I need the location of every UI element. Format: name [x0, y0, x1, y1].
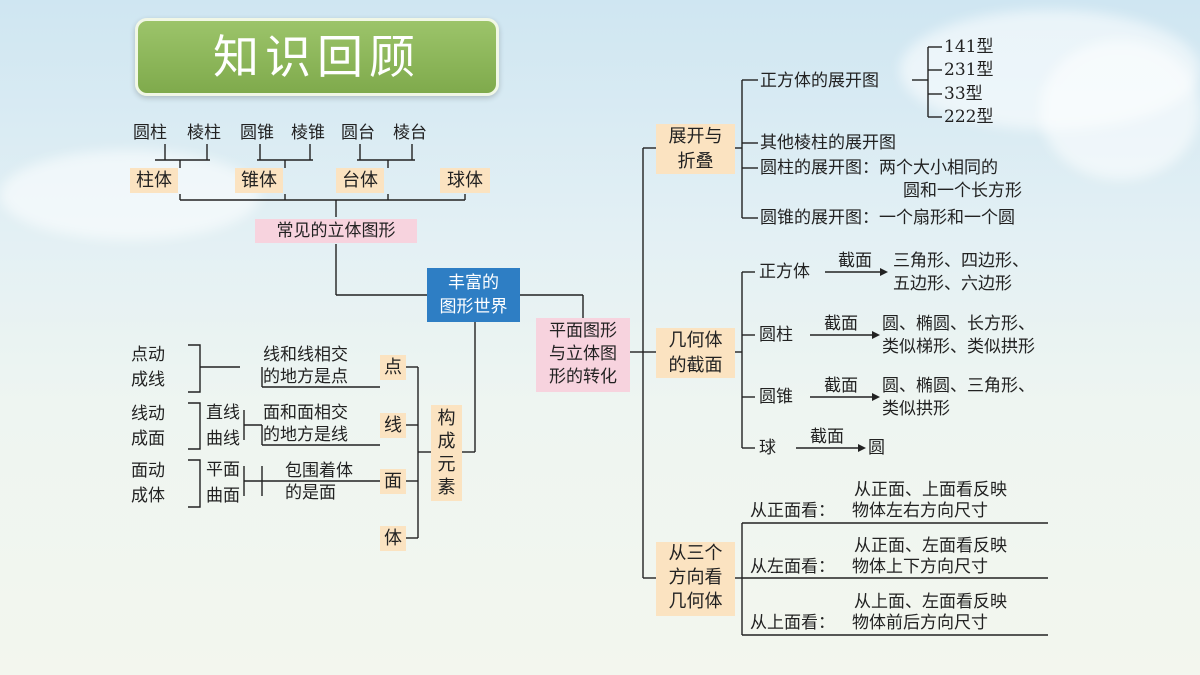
cloud-decoration [1040, 40, 1200, 180]
cube-type-222: 222型 [944, 107, 994, 127]
unfold-label: 展开与 折叠 [656, 124, 735, 174]
category-cone-pyramid: 锥体 [235, 168, 283, 193]
node-point: 点 [380, 355, 406, 380]
item-pyramid: 棱锥 [291, 123, 325, 143]
category-frustum: 台体 [336, 168, 384, 193]
category-sphere: 球体 [440, 168, 490, 193]
transform-label-line: 与立体图 [549, 344, 617, 364]
section-sphere-result: 圆 [868, 438, 885, 458]
cube-type-141: 141型 [944, 37, 994, 57]
view-left-line2: 物体上下方向尺寸 [852, 557, 988, 577]
surface-type-plane: 平面 [206, 460, 240, 480]
surface-type-curved: 曲面 [206, 486, 240, 506]
desc-line-1: 面和面相交 [263, 403, 348, 423]
views-label-line: 方向看 [668, 567, 723, 588]
desc-point-2: 的地方是点 [263, 367, 348, 387]
common-solids-label: 常见的立体图形 [255, 219, 417, 243]
view-front-name: 从正面看： [750, 501, 835, 521]
view-front-line1: 从正面、上面看反映 [854, 480, 1007, 500]
motion-surface-2: 成体 [131, 486, 165, 506]
node-solid: 体 [380, 526, 406, 551]
section-cylinder-result-2: 类似梯形、类似拱形 [882, 337, 1035, 357]
view-top-name: 从上面看： [750, 613, 835, 633]
section-cube-result-1: 三角形、四边形、 [893, 251, 1029, 271]
desc-surface-1: 包围着体 [285, 461, 353, 481]
unfold-cylinder-2: 圆和一个长方形 [903, 181, 1022, 201]
unfold-cube: 正方体的展开图 [760, 71, 879, 91]
unfold-cylinder-1: 圆柱的展开图：两个大小相同的 [760, 158, 998, 178]
transform-label-line: 形的转化 [549, 367, 617, 387]
category-prism-cylinder: 柱体 [130, 168, 178, 193]
view-top-line1: 从上面、左面看反映 [854, 592, 1007, 612]
item-cylinder: 圆柱 [133, 123, 167, 143]
section-cube-result-2: 五边形、六边形 [893, 274, 1012, 294]
cloud-decoration [0, 150, 260, 240]
motion-line-1: 线动 [131, 404, 165, 424]
cube-type-33: 33型 [944, 84, 983, 104]
view-front-line2: 物体左右方向尺寸 [852, 501, 988, 521]
unfold-label-line: 折叠 [677, 151, 714, 172]
elements-label: 构 成 元 素 [431, 405, 462, 501]
sections-label: 几何体 的截面 [656, 328, 735, 378]
center-line1: 丰富的 [448, 273, 499, 293]
views-label: 从三个 方向看 几何体 [656, 542, 735, 616]
view-left-line1: 从正面、左面看反映 [854, 536, 1007, 556]
motion-line-2: 成面 [131, 429, 165, 449]
node-line: 线 [380, 413, 406, 438]
item-prism: 棱柱 [187, 123, 221, 143]
item-frustum-pyramid: 棱台 [393, 123, 427, 143]
desc-surface-2: 的是面 [285, 483, 336, 503]
section-cylinder-result-1: 圆、椭圆、长方形、 [882, 314, 1035, 334]
item-cone: 圆锥 [240, 123, 274, 143]
unfold-label-line: 展开与 [668, 126, 723, 147]
section-cone-result-2: 类似拱形 [882, 399, 950, 419]
views-label-line: 几何体 [668, 591, 723, 612]
slide-title: 知识回顾 [135, 18, 499, 96]
section-arrow-label: 截面 [824, 376, 858, 396]
views-label-line: 从三个 [668, 543, 723, 564]
elements-label-char: 元 [437, 454, 456, 475]
center-topic: 丰富的 图形世界 [427, 268, 520, 322]
line-type-curve: 曲线 [206, 429, 240, 449]
section-cone-result-1: 圆、椭圆、三角形、 [882, 376, 1035, 396]
motion-point-1: 点动 [131, 345, 165, 365]
motion-surface-1: 面动 [131, 461, 165, 481]
transform-label-line: 平面图形 [549, 321, 617, 341]
cube-type-231: 231型 [944, 60, 994, 80]
elements-label-char: 素 [437, 477, 456, 498]
item-frustum-cone: 圆台 [341, 123, 375, 143]
elements-label-char: 构 [437, 408, 456, 429]
line-type-straight: 直线 [206, 403, 240, 423]
section-arrow-label: 截面 [810, 427, 844, 447]
desc-point-1: 线和线相交 [263, 345, 348, 365]
section-cube-name: 正方体 [759, 262, 810, 282]
section-arrow-label: 截面 [838, 251, 872, 271]
desc-line-2: 的地方是线 [263, 425, 348, 445]
unfold-cone: 圆锥的展开图：一个扇形和一个圆 [760, 208, 1015, 228]
node-surface: 面 [380, 469, 406, 494]
unfold-prism: 其他棱柱的展开图 [760, 133, 896, 153]
sections-label-line: 的截面 [668, 355, 723, 376]
view-top-line2: 物体前后方向尺寸 [852, 613, 988, 633]
view-left-name: 从左面看： [750, 557, 835, 577]
section-cylinder-name: 圆柱 [759, 325, 793, 345]
section-cone-name: 圆锥 [759, 387, 793, 407]
transform-label: 平面图形 与立体图 形的转化 [536, 318, 630, 392]
motion-point-2: 成线 [131, 370, 165, 390]
center-line2: 图形世界 [439, 297, 508, 317]
elements-label-char: 成 [437, 431, 456, 452]
section-sphere-name: 球 [759, 438, 776, 458]
sections-label-line: 几何体 [668, 330, 723, 351]
section-arrow-label: 截面 [824, 314, 858, 334]
